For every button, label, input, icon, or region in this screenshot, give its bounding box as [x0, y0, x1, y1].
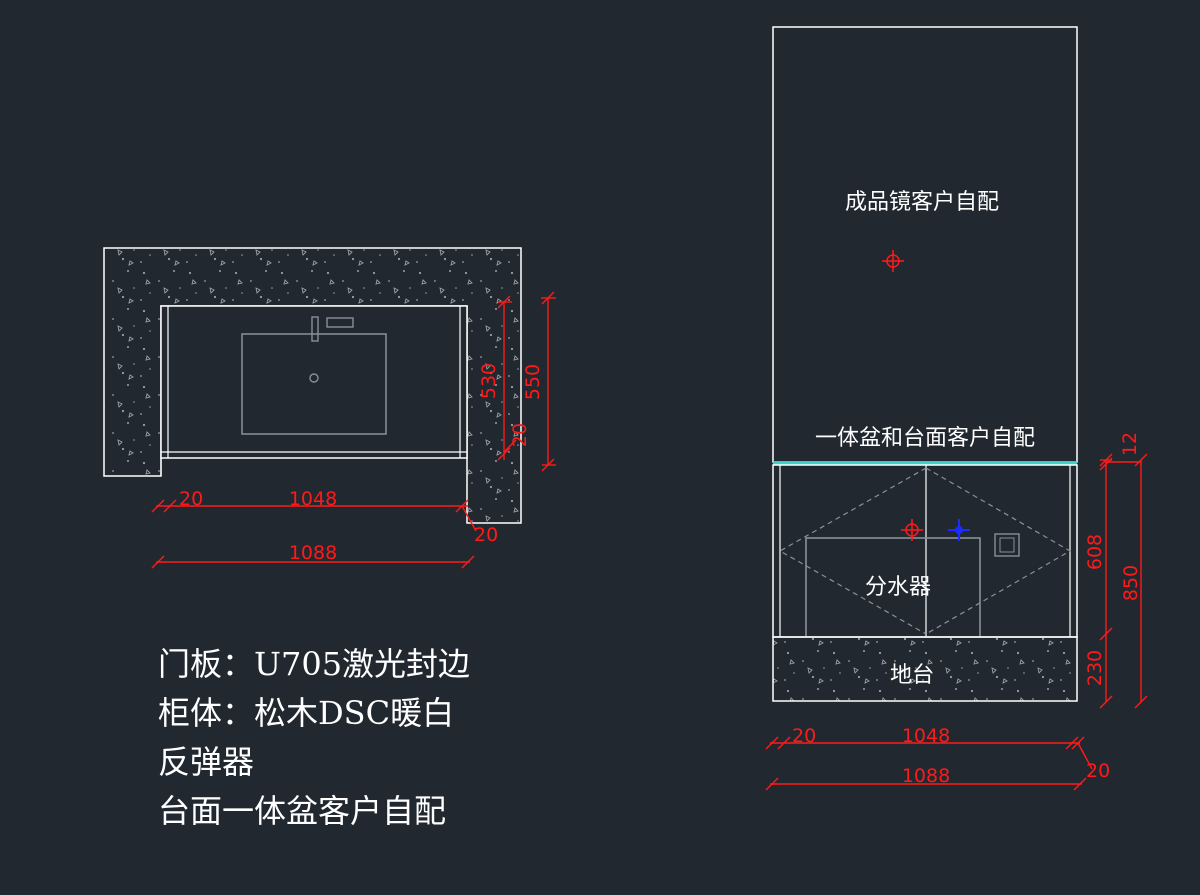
label-plinth: 地台	[890, 663, 934, 688]
elevation-dimension-lines	[765, 453, 1148, 791]
plan-faucet-handle	[326, 317, 354, 328]
elevation-dim-side-right: 20	[1086, 760, 1110, 782]
elevation-door-swing-lines	[778, 467, 1072, 635]
plan-faucet	[311, 316, 319, 342]
elevation-plinth	[772, 636, 1078, 702]
elevation-dim-width-inner: 1048	[902, 725, 950, 747]
elevation-dim-side-left: 20	[792, 725, 816, 747]
elevation-view: 成品镜客户自配 一体盆和台面客户自配 分水器 地台 12 60	[765, 26, 1148, 791]
label-mirror: 成品镜客户自配	[845, 190, 999, 215]
note-push-latch: 反弹器	[158, 743, 255, 781]
elevation-socket-outer	[994, 533, 1020, 557]
plan-basin	[241, 333, 387, 435]
cabinet-red-marker	[901, 519, 923, 541]
label-water-divider: 分水器	[865, 575, 931, 600]
plan-dim-width-inner: 1048	[289, 488, 337, 510]
elevation-socket-inner	[999, 537, 1015, 553]
elevation-mirror	[772, 26, 1078, 463]
mirror-center-marker	[882, 250, 904, 272]
label-countertop: 一体盆和台面客户自配	[815, 426, 1035, 451]
elevation-dim-plinth-height: 230	[1084, 650, 1106, 686]
plan-dimension-lines	[151, 291, 556, 569]
elevation-cabinet	[772, 464, 1078, 638]
elevation-dim-cabinet-height: 608	[1084, 534, 1106, 570]
plan-dim-side-left: 20	[179, 488, 203, 510]
note-countertop: 台面一体盆客户自配	[158, 792, 447, 830]
note-door-panel: 门板：U705激光封边	[158, 645, 471, 683]
plan-drain	[309, 373, 319, 383]
elevation-dim-total-height: 850	[1120, 565, 1142, 601]
cabinet-blue-marker	[948, 519, 970, 541]
plan-dim-side-right: 20	[474, 524, 498, 546]
note-cabinet-body: 柜体：松木DSC暖白	[158, 694, 455, 732]
elevation-dim-width-total: 1088	[902, 765, 950, 787]
plan-dim-width-total: 1088	[289, 542, 337, 564]
elevation-dim-top-thickness: 12	[1119, 432, 1141, 456]
plan-dim-back-panel: 20	[509, 423, 531, 447]
plan-view: 530 550 20 20 1048 20 1088	[103, 247, 556, 569]
plan-dim-depth-total: 550	[522, 364, 544, 400]
plan-dim-depth-inner: 530	[478, 363, 500, 399]
